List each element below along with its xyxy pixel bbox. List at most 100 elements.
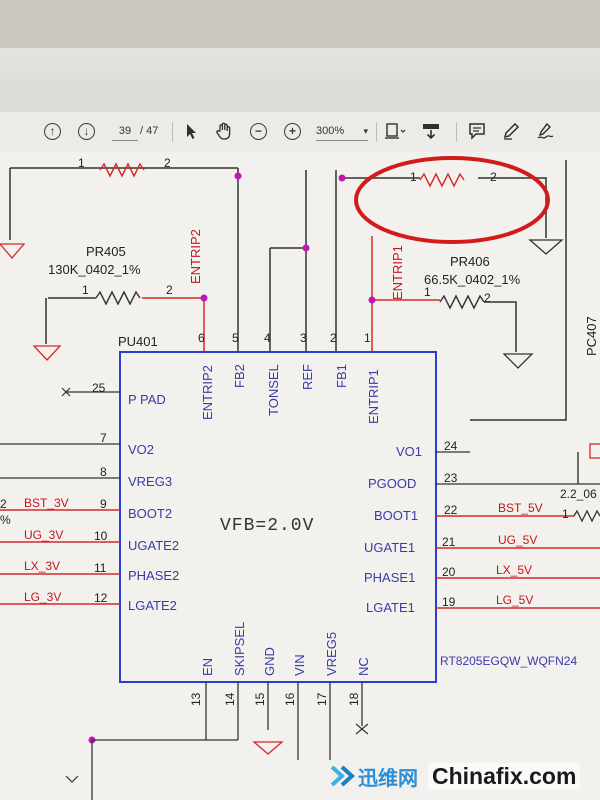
pin-name: BOOT2: [128, 506, 172, 521]
pin-name: VO1: [396, 444, 422, 459]
percent-cut-label: %: [0, 513, 11, 527]
top-pin-numbers: 6 5 4 3 2 1: [198, 331, 371, 345]
schematic-page: 1 2 PR405 130K_0402_1% 1 2 ENTRIP2: [0, 152, 600, 800]
net-label: LG_3V: [24, 590, 61, 604]
res-pin-label: 1: [410, 170, 417, 184]
pin-number: 16: [283, 692, 297, 706]
hand-tool-icon[interactable]: [214, 120, 234, 142]
bottom-pin-numbers: 13 14 15 16 17 18: [189, 692, 361, 706]
pin-name: UGATE1: [364, 540, 415, 555]
chip-ref: PU401: [118, 334, 158, 349]
net-wire: [436, 515, 600, 609]
top-right-resistor: [342, 172, 564, 255]
pin-number: 8: [100, 465, 107, 479]
net-label: BST_3V: [24, 496, 69, 510]
chip-center-label: VFB=2.0V: [220, 516, 314, 536]
scroll-down-icon[interactable]: ↓: [78, 120, 95, 142]
pin-name: ENTRIP1: [366, 369, 381, 424]
pin-name: VIN: [292, 654, 307, 676]
pin-number: 1: [364, 331, 371, 345]
scroll-up-icon[interactable]: ↑: [44, 120, 61, 142]
ground-symbol: [252, 741, 284, 755]
select-arrow-icon[interactable]: [184, 120, 198, 142]
pin-wire: [0, 443, 120, 479]
res-pin-label: 1: [82, 283, 89, 297]
net-entrip2: ENTRIP2: [188, 229, 203, 284]
pin-number: 24: [444, 439, 458, 453]
pin-number: 6: [198, 331, 205, 345]
toolbar-separator: [172, 122, 173, 142]
ref-tonsel-wire: [269, 170, 307, 352]
pin-name: FB2: [232, 364, 247, 388]
chevron-down-icon: [65, 775, 79, 783]
net-label: UG_5V: [498, 533, 537, 547]
page-fit-icon[interactable]: [384, 120, 406, 142]
top-left-resistor-wire: [0, 162, 239, 352]
page-number-input[interactable]: 39: [112, 122, 138, 141]
pr406-resistor: [371, 236, 534, 369]
pin-name: VO2: [128, 442, 154, 457]
pin-name: SKIPSEL: [232, 622, 247, 676]
net-label: BST_5V: [498, 501, 543, 515]
pin-name: LGATE1: [366, 600, 415, 615]
toolbar-separator: [456, 122, 457, 142]
pin-name: PGOOD: [368, 476, 416, 491]
watermark-brand-cn: 迅维网: [358, 765, 418, 790]
download-icon[interactable]: [422, 120, 440, 142]
pc407-ref: PC407: [584, 316, 599, 356]
pin-number: 10: [94, 529, 108, 543]
pin-name: TONSEL: [266, 364, 281, 416]
pin-number: 25: [92, 381, 106, 395]
sign-icon[interactable]: [536, 120, 556, 142]
pr405-value: 130K_0402_1%: [48, 262, 141, 277]
pin-name: FB1: [334, 364, 349, 388]
highlight-circle: [354, 156, 550, 244]
no-connect-icon: [355, 723, 369, 735]
pin-name: PHASE1: [364, 570, 415, 585]
pin-name: P PAD: [128, 392, 166, 407]
chip-body: [119, 351, 437, 683]
pin-number: 13: [189, 692, 203, 706]
pin-number: 7: [100, 431, 107, 445]
pin-name: NC: [356, 657, 371, 676]
pin-name: UGATE2: [128, 538, 179, 553]
comment-icon[interactable]: [468, 120, 486, 142]
bst5v-pin: 1: [562, 507, 569, 521]
res-pin-label: 2: [490, 170, 497, 184]
monitor-bezel: [0, 0, 600, 48]
pin-number: 21: [442, 535, 456, 549]
net-label: LX_3V: [24, 559, 60, 573]
pin-name: BOOT1: [374, 508, 418, 523]
watermark-brand-en: Chinafix.com: [428, 762, 581, 790]
net-label: LG_5V: [496, 593, 533, 607]
pen-icon[interactable]: [502, 120, 520, 142]
zoom-in-icon[interactable]: +: [284, 120, 301, 142]
res-pin-label: 2: [164, 156, 171, 170]
res-pin-label: 2: [166, 283, 173, 297]
pin-number: 5: [232, 331, 239, 345]
pr406-value: 66.5K_0402_1%: [424, 272, 521, 287]
chevron-down-icon: ▾: [363, 125, 368, 136]
pin-number: 18: [347, 692, 361, 706]
vo1-wire: [470, 160, 567, 421]
pin-name: REF: [300, 364, 315, 390]
net-wire: [0, 509, 120, 605]
pin-number: 20: [442, 565, 456, 579]
bottom-pin-wires: [205, 682, 363, 760]
net-label: UG_3V: [24, 528, 63, 542]
pin-wire: [436, 451, 600, 485]
pin-number: 23: [444, 471, 458, 485]
net-label: LX_5V: [496, 563, 532, 577]
pr405-ref: PR405: [86, 244, 126, 259]
res-pin-label: 1: [78, 156, 85, 170]
pin-name: PHASE2: [128, 568, 179, 583]
pin-number: 14: [223, 692, 237, 706]
toolbar-separator: [376, 122, 377, 142]
pr406-ref: PR406: [450, 254, 490, 269]
pin-number: 22: [444, 503, 458, 517]
zoom-select[interactable]: 300%▾: [316, 122, 368, 141]
zoom-out-icon[interactable]: −: [250, 120, 267, 142]
top-pin-names: ENTRIP2 FB2 TONSEL REF FB1 ENTRIP1: [200, 364, 381, 424]
no-connect-icon: [61, 387, 71, 397]
